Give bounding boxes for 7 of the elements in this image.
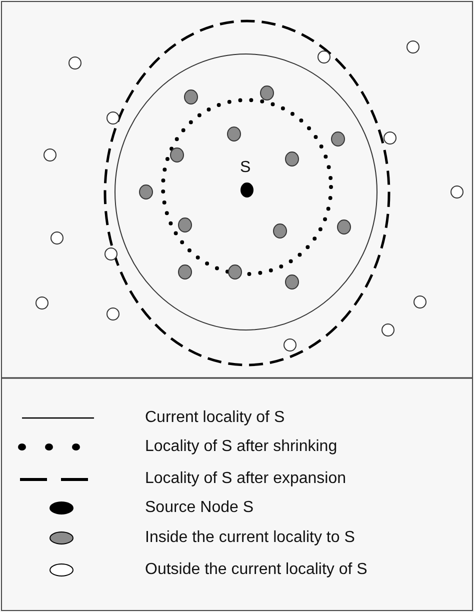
legend-label: Locality of S after expansion	[145, 469, 346, 489]
legend-label: Locality of S after shrinking	[145, 437, 338, 457]
legend-label: Outside the current locality of S	[145, 560, 368, 580]
legend-label: Inside the current locality to S	[145, 528, 355, 548]
legend-label: Source Node S	[145, 498, 254, 518]
node-label: S	[240, 158, 251, 178]
legend-label: Current locality of S	[145, 408, 285, 428]
